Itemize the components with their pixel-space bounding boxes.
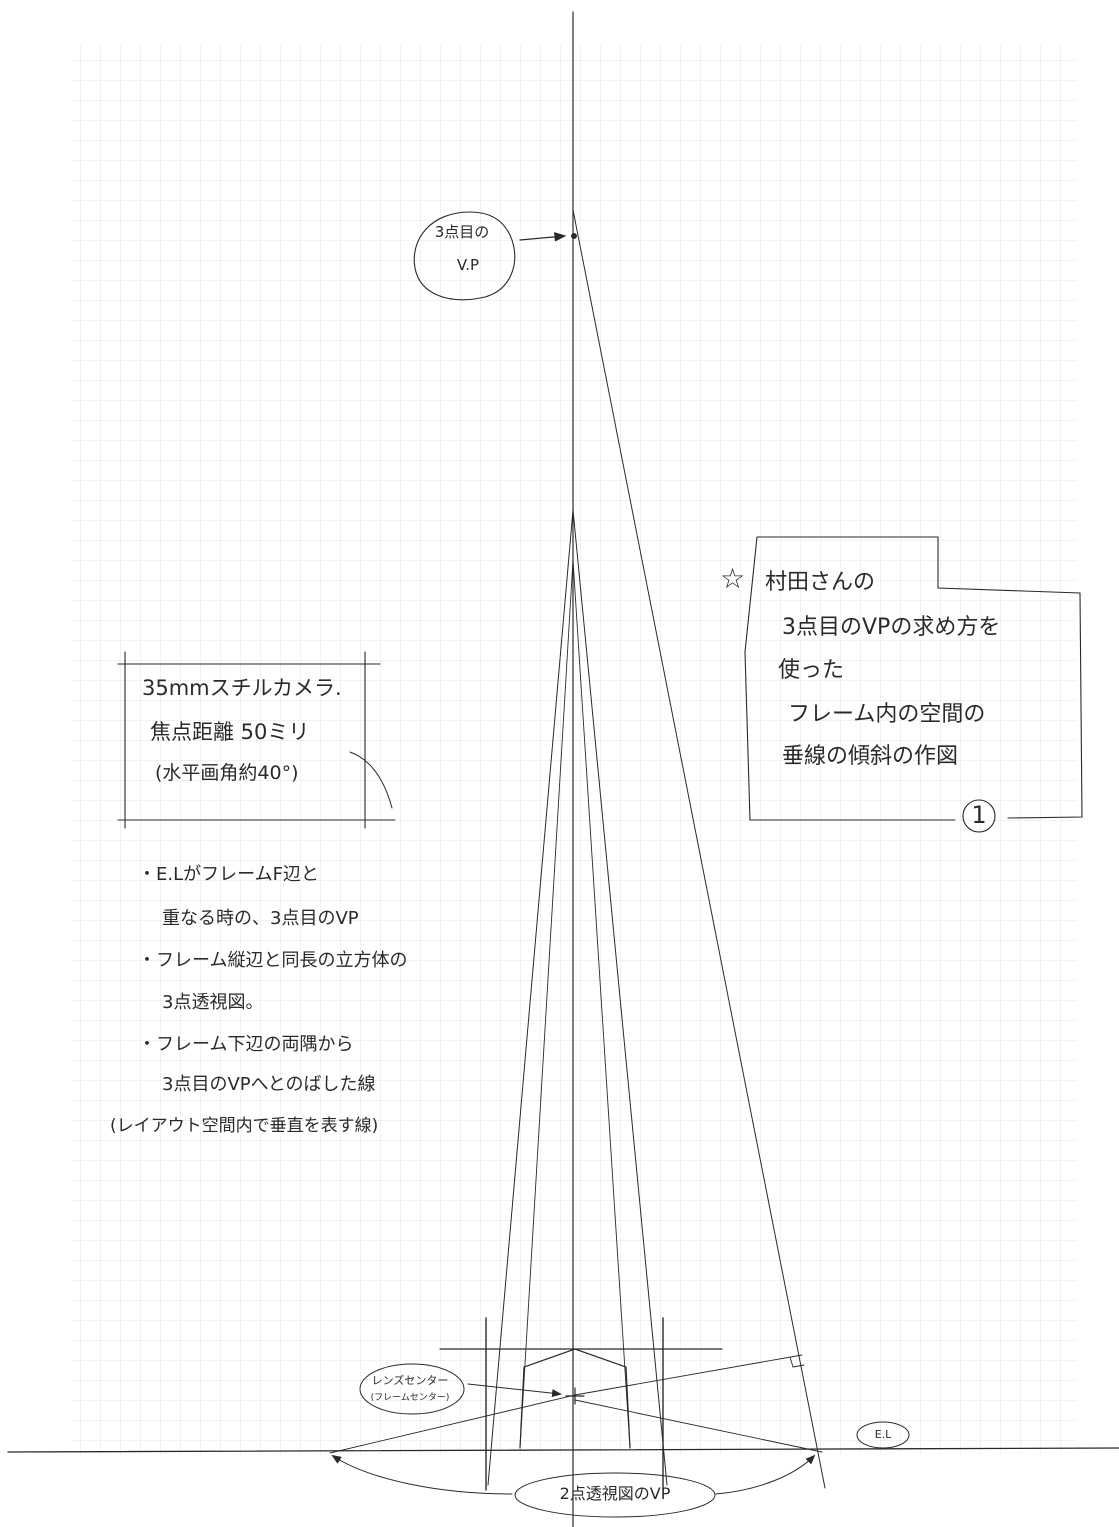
diagonal-to-left-vp bbox=[329, 1394, 576, 1454]
title-line2: 3点目のVPの求め方を bbox=[782, 615, 1001, 640]
title-star: ☆ bbox=[720, 562, 746, 595]
title-line3: 使った bbox=[778, 658, 845, 683]
diagonal-to-right-vp-lower bbox=[574, 1399, 823, 1453]
vp-converging-line-right bbox=[572, 509, 668, 1486]
vp2-arrow-right bbox=[715, 1454, 816, 1495]
camera-spec-line2: 焦点距離 50ミリ bbox=[150, 720, 310, 744]
note-line-5: ・フレーム下辺の両隅から bbox=[138, 1034, 354, 1055]
vp-converging-line-left-inner bbox=[519, 559, 574, 1449]
vp-label-bubble bbox=[413, 211, 516, 301]
title-number-circle bbox=[962, 799, 996, 833]
el-bubble bbox=[856, 1421, 910, 1449]
note-line-3: ・フレーム縦辺と同長の立方体の bbox=[138, 950, 408, 971]
title-line1: 村田さんの bbox=[765, 570, 876, 595]
note-line-2: 重なる時の、3点目のVP bbox=[162, 908, 359, 929]
note-line-4: 3点透視図。 bbox=[162, 992, 264, 1013]
eye-level-line bbox=[7, 1447, 1119, 1453]
vp-converging-line-left bbox=[487, 509, 574, 1486]
vp2-arrow-left bbox=[331, 1454, 513, 1495]
camera-spec-line1: 35mmスチルカメラ. bbox=[142, 676, 342, 700]
cube-outline bbox=[519, 1348, 631, 1449]
vp2-label-bubble bbox=[514, 1472, 716, 1518]
camera-spec-line3: (水平画角約40°) bbox=[155, 762, 299, 784]
vp-label-line2: V.P bbox=[456, 256, 480, 274]
vp-label-line1: 3点目の bbox=[434, 223, 490, 241]
el-label: E.L bbox=[874, 1428, 892, 1441]
lens-center-label-line2: (フレームセンター) bbox=[370, 1393, 450, 1403]
lens-center-label-line1: レンズセンター bbox=[371, 1374, 449, 1387]
graph-paper-grid bbox=[72, 45, 1077, 1455]
title-box-outline bbox=[744, 536, 1083, 821]
note-line-6: 3点目のVPへとのばした線 bbox=[162, 1074, 376, 1095]
right-angle-mark-2 bbox=[792, 1364, 805, 1368]
third-vp-point bbox=[571, 233, 577, 239]
note-line-1: ・E.LがフレームF辺と bbox=[138, 864, 319, 885]
title-number: 1 bbox=[971, 801, 987, 829]
vp-arrow bbox=[519, 232, 567, 242]
lens-center-arrow bbox=[467, 1383, 562, 1398]
vp-converging-line-long bbox=[572, 209, 826, 1489]
title-line4: フレーム内の空間の bbox=[788, 702, 986, 727]
diagonal-to-right-vp bbox=[574, 1354, 803, 1396]
lens-center-bubble bbox=[359, 1363, 465, 1415]
note-line-7: (レイアウト空間内で垂直を表す線) bbox=[110, 1116, 379, 1136]
right-angle-mark bbox=[789, 1356, 794, 1368]
vp-converging-line-right-inner bbox=[572, 559, 631, 1449]
title-line5: 垂線の傾斜の作図 bbox=[782, 744, 959, 769]
vp2-label: 2点透視図のVP bbox=[559, 1484, 671, 1503]
camera-box-tail bbox=[349, 751, 393, 809]
